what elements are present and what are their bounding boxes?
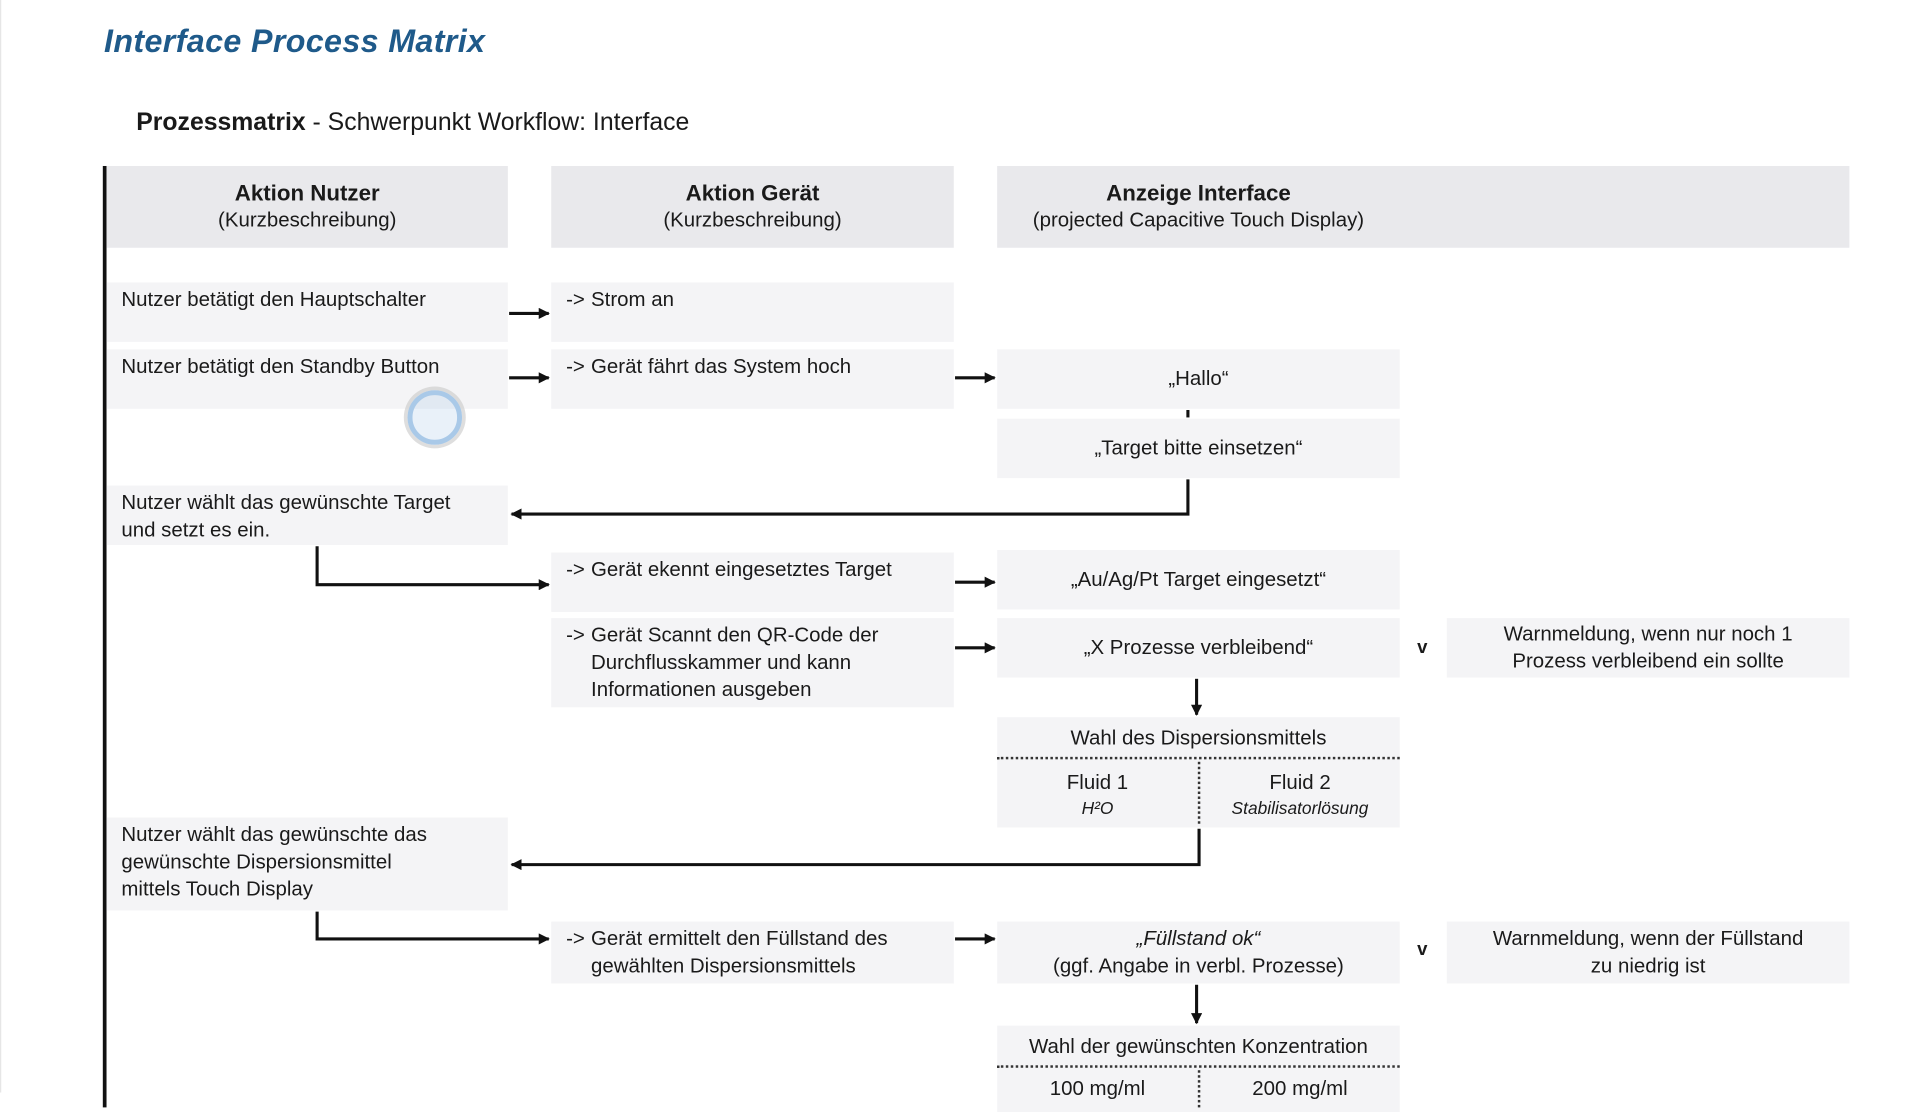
display-hello: „Hallo“ bbox=[997, 349, 1400, 409]
box-text: Gerät fährt das System hoch bbox=[591, 355, 852, 378]
header-device-action: Aktion Gerät (Kurzbeschreibung) bbox=[551, 165, 954, 248]
box-text: Durchflusskammer und kann bbox=[591, 651, 852, 674]
box-text: Strom an bbox=[591, 288, 674, 311]
page-title: Interface Process Matrix bbox=[104, 22, 486, 60]
header-title: Anzeige Interface bbox=[1106, 180, 1291, 206]
header-user-action: Aktion Nutzer (Kurzbeschreibung) bbox=[106, 165, 508, 248]
display-target-inserted: „Au/Ag/Pt Target eingesetzt“ bbox=[997, 549, 1400, 610]
fluid2-sub: Stabilisatorlösung bbox=[1231, 797, 1369, 818]
fill-note-text: (ggf. Angabe in verbl. Prozesse) bbox=[1053, 955, 1344, 978]
device-action-power: -> Strom an bbox=[551, 282, 954, 342]
display-processes-remaining: „X Prozesse verbleibend“ bbox=[997, 618, 1400, 678]
header-title: Aktion Nutzer bbox=[234, 180, 380, 206]
box-text: Warnmeldung, wenn nur noch 1 bbox=[1503, 623, 1793, 646]
fluid1-sub: H²O bbox=[1081, 797, 1114, 818]
header-title: Aktion Gerät bbox=[685, 180, 820, 206]
timeline-line bbox=[102, 165, 107, 1108]
box-text: Gerät Scannt den QR-Code der bbox=[591, 624, 879, 647]
box-text: „Hallo“ bbox=[1168, 367, 1229, 391]
subtitle-rest: - Schwerpunkt Workflow: Interface bbox=[305, 109, 690, 137]
user-action-main-switch: Nutzer betätigt den Hauptschalter bbox=[106, 282, 508, 342]
box-text: gewählten Dispersionsmittels bbox=[591, 955, 856, 978]
device-action-boot: -> Gerät fährt das System hoch bbox=[551, 349, 954, 409]
box-text: Nutzer wählt das gewünschte Target bbox=[121, 491, 451, 515]
connector-arrow bbox=[510, 479, 1190, 520]
box-text: Nutzer wählt das gewünschte das bbox=[121, 823, 428, 847]
box-text: Nutzer betätigt den Standby Button bbox=[121, 355, 440, 378]
box-text: Prozess verbleibend ein sollte bbox=[1512, 650, 1784, 673]
box-text: Informationen ausgeben bbox=[591, 678, 812, 702]
connector-arrow bbox=[315, 911, 550, 945]
fluid2-option[interactable]: Fluid 2 Stabilisatorlösung bbox=[1200, 769, 1399, 819]
dispersant-choice-title: Wahl des Dispersionsmittels bbox=[1070, 727, 1327, 750]
arrow-text: -> bbox=[566, 927, 585, 951]
fluid1-option[interactable]: Fluid 1 H²O bbox=[997, 769, 1198, 819]
processes-rest: Prozesse verbleibend“ bbox=[1104, 636, 1314, 659]
page-subtitle: Prozessmatrix - Schwerpunkt Workflow: In… bbox=[136, 109, 689, 137]
connector-arrow bbox=[510, 828, 1201, 871]
box-text: „Target bitte einsetzen“ bbox=[1094, 437, 1303, 460]
arrow-text: -> bbox=[566, 624, 585, 647]
warning-fill-low: Warnmeldung, wenn der Füllstand zu niedr… bbox=[1446, 921, 1850, 984]
header-sub: (projected Capacitive Touch Display) bbox=[1032, 209, 1365, 232]
or-symbol: v bbox=[1417, 938, 1428, 960]
user-action-dispersant: Nutzer wählt das gewünschte das gewünsch… bbox=[106, 817, 508, 911]
arrow-text: -> bbox=[566, 288, 585, 311]
touch-cursor-indicator bbox=[407, 390, 463, 445]
warning-one-process: Warnmeldung, wenn nur noch 1 Prozess ver… bbox=[1446, 618, 1850, 678]
processes-x: „X bbox=[1083, 636, 1105, 659]
user-action-target: Nutzer wählt das gewünschte Target und s… bbox=[106, 485, 508, 546]
or-symbol: v bbox=[1417, 636, 1428, 658]
box-text: gewünschte Dispersionsmittel bbox=[121, 850, 392, 874]
header-display: Anzeige Interface (projected Capacitive … bbox=[997, 165, 1850, 248]
dotted-divider bbox=[1197, 761, 1201, 824]
box-text: mittels Touch Display bbox=[121, 878, 313, 901]
box-text: Gerät ermittelt den Füllstand des bbox=[591, 927, 888, 951]
dotted-divider bbox=[997, 1065, 1400, 1068]
box-text: und setzt es ein. bbox=[121, 519, 271, 542]
box-text: „Au/Ag/Pt Target eingesetzt“ bbox=[1070, 568, 1327, 591]
display-insert-target: „Target bitte einsetzen“ bbox=[997, 418, 1400, 479]
dotted-divider bbox=[997, 756, 1400, 760]
arrow-text: -> bbox=[566, 558, 585, 581]
subtitle-bold: Prozessmatrix bbox=[136, 109, 306, 137]
window-edge bbox=[0, 0, 2, 1093]
box-text: zu niedrig ist bbox=[1590, 955, 1706, 978]
device-action-fill-level: -> Gerät ermittelt den Füllstand des gewä… bbox=[551, 921, 954, 984]
header-sub: (Kurzbeschreibung) bbox=[218, 209, 397, 232]
display-dispersant-choice: Wahl des Dispersionsmittels Fluid 1 H²O … bbox=[997, 717, 1400, 828]
connector-arrow bbox=[315, 546, 550, 591]
fill-ok-text: „Füllstand ok“ bbox=[1136, 927, 1261, 951]
fluid2-label: Fluid 2 bbox=[1269, 771, 1331, 795]
arrow-text: -> bbox=[566, 355, 585, 378]
concentration-title: Wahl der gewünschten Konzentration bbox=[1028, 1035, 1368, 1058]
box-text: Warnmeldung, wenn der Füllstand bbox=[1492, 927, 1804, 951]
device-action-recognize: -> Gerät ekennt eingesetztes Target bbox=[551, 552, 954, 612]
header-sub: (Kurzbeschreibung) bbox=[663, 209, 842, 232]
box-text: Gerät ekennt eingesetztes Target bbox=[591, 558, 892, 581]
fluid1-label: Fluid 1 bbox=[1066, 771, 1129, 795]
box-text: Nutzer betätigt den Hauptschalter bbox=[121, 288, 426, 311]
display-fill-ok: „Füllstand ok“ (ggf. Angabe in verbl. Pr… bbox=[997, 921, 1400, 984]
